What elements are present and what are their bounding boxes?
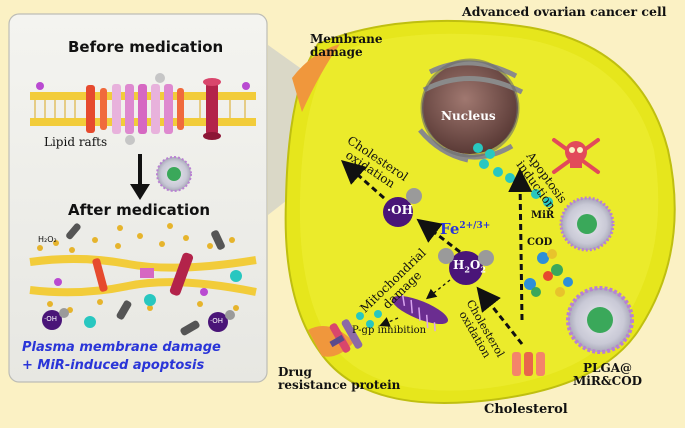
- nanoparticle-inside: [559, 196, 615, 252]
- nucleus-label: Nucleus: [441, 109, 496, 123]
- pgp-inhibition-label: P-gp inhibition: [352, 325, 427, 336]
- before-medication-title: Before medication: [68, 38, 224, 56]
- h2o2-small-label: H₂O₂: [38, 235, 57, 244]
- nanoparticle-label: PLGA@ MiR&COD: [573, 361, 643, 388]
- nucleus: [418, 58, 524, 163]
- h2o2-molecule: [449, 251, 483, 285]
- cod-label: COD: [527, 237, 553, 248]
- cell-title: Advanced ovarian cancer cell: [462, 4, 667, 19]
- mitochondrion: [391, 294, 449, 332]
- fe-ion-label: Fe2+/3+: [440, 220, 491, 238]
- oh-radical-small-left: [42, 310, 62, 330]
- h2o2-label: H2O2: [453, 258, 486, 275]
- membrane-damage-patch-top: [292, 44, 340, 112]
- nanoparticle-outside: [566, 286, 634, 354]
- summary-line-2: + MiR-induced apoptosis: [22, 358, 205, 373]
- oh-radical-label: ·OH: [387, 203, 413, 217]
- cod-proteins: [524, 249, 573, 297]
- membrane-damage-label: Membrane damage: [310, 32, 383, 59]
- oh-small-left-label: ·OH: [44, 315, 57, 323]
- cholesterol-molecules: [512, 352, 545, 376]
- oh-radical-small-right: [208, 312, 228, 332]
- skull-icon: [552, 138, 600, 174]
- summary-line-1: Plasma membrane damage: [22, 340, 221, 355]
- arrows: [341, 160, 533, 345]
- lipid-rafts-label: Lipid rafts: [44, 135, 108, 149]
- panel-nanoparticle: [156, 156, 192, 192]
- oh-radical: [383, 197, 413, 227]
- mir-label: MiR: [531, 210, 555, 221]
- before-membrane: [30, 73, 256, 145]
- p-gp-pump: [329, 319, 363, 353]
- after-membrane: [29, 223, 257, 336]
- drug-resistance-label: Drug resistance protein: [278, 365, 401, 392]
- cholesterol-label: Cholesterol: [484, 402, 568, 417]
- oh-small-right-label: ·OH: [210, 317, 223, 325]
- after-medication-title: After medication: [68, 201, 211, 219]
